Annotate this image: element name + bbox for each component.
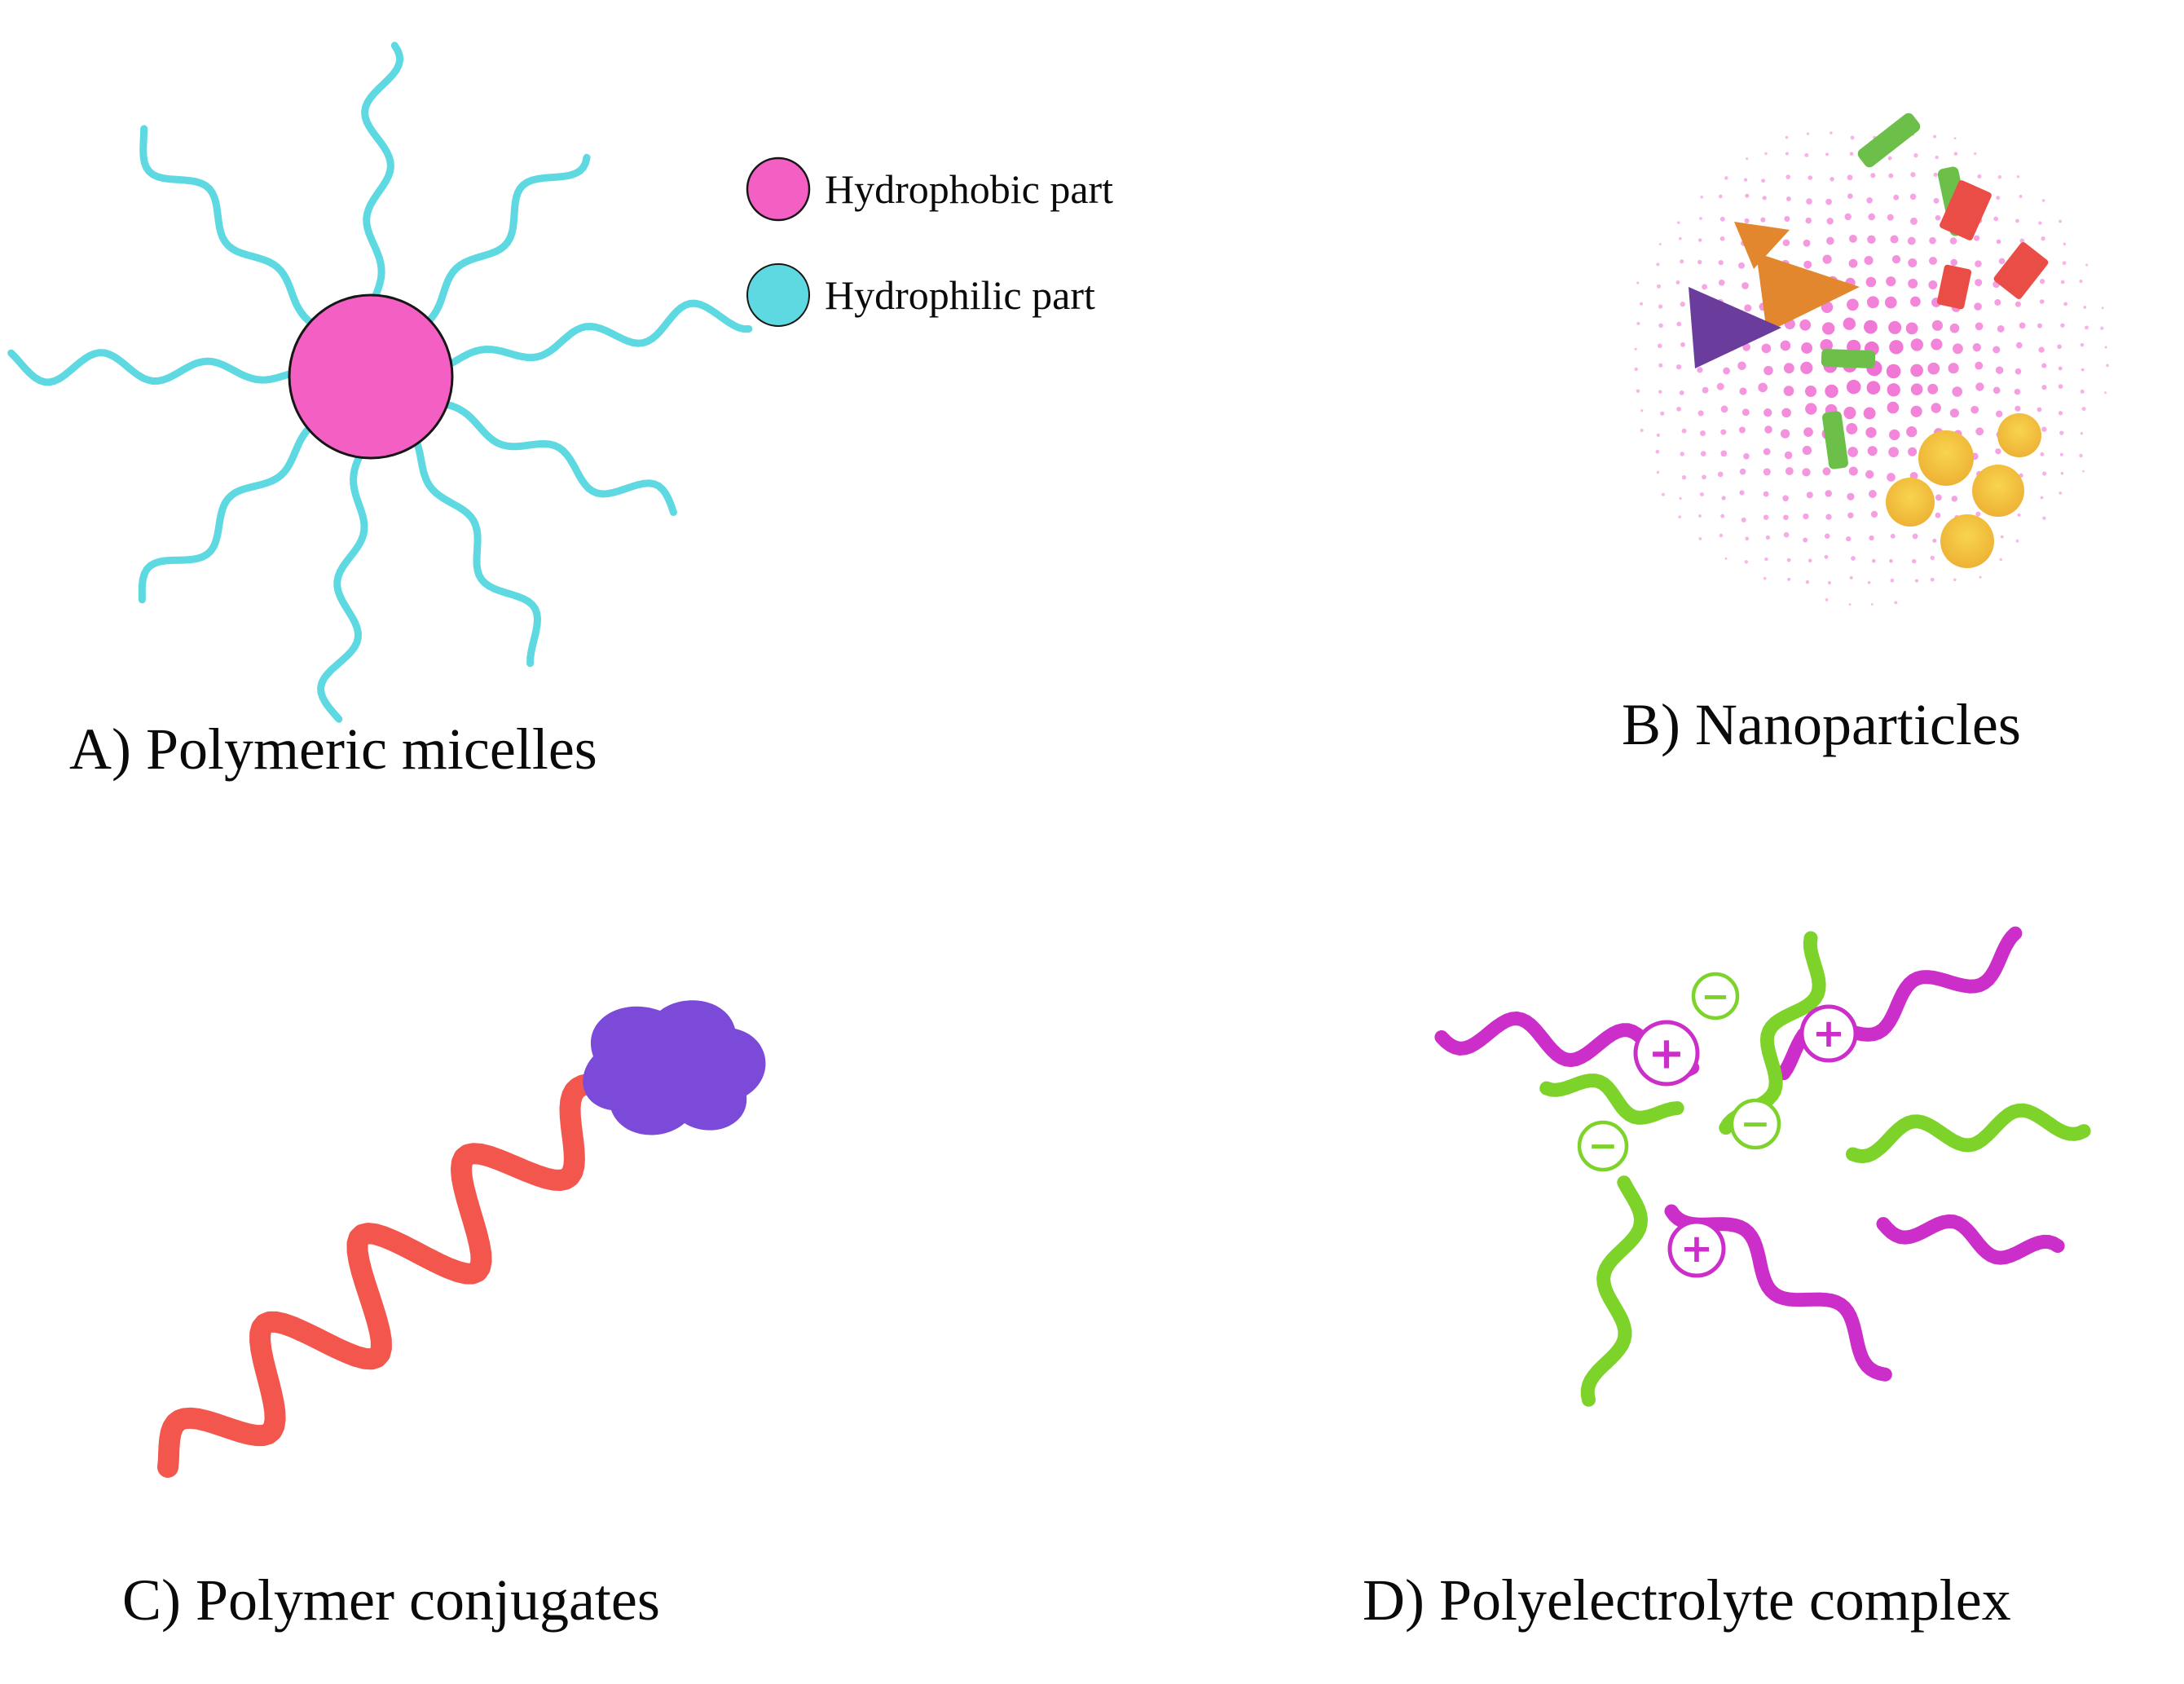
cargo-yellow-particle	[1972, 465, 2024, 517]
positive-charge-icon: +	[1633, 1020, 1700, 1087]
micelle-arm	[361, 42, 404, 306]
micelle-arm	[317, 447, 368, 723]
micelle-arm	[411, 434, 542, 668]
micelle-arm	[138, 421, 317, 604]
cargo-green-rod	[1822, 411, 1848, 469]
panel-a-micelle	[7, 42, 753, 723]
micelle-arm	[437, 399, 677, 516]
polyanion-strand	[1580, 1175, 1649, 1407]
polycation-strand	[1664, 1204, 1892, 1382]
polyelectrolyte-strands	[1434, 926, 2091, 1407]
legend-hydrophilic-label: Hydrophilic part	[825, 272, 1095, 318]
plus-symbol: +	[1648, 1028, 1684, 1079]
plus-symbol: +	[1812, 1011, 1845, 1056]
panel-c-conjugate	[157, 1000, 766, 1478]
panel-b-nanoparticle	[1634, 112, 2110, 606]
positive-charge-icon: +	[1799, 1004, 1858, 1063]
legend-hydrophilic-swatch-icon	[746, 263, 810, 327]
cargo-green-rod	[1857, 112, 1921, 168]
nanoparticle-matrix-dots	[1634, 131, 2110, 606]
cargo-purple-triangle	[1689, 287, 1781, 368]
micelle-arm	[441, 299, 753, 370]
panel-d-label: D) Polyelectrolyte complex	[1363, 1567, 2011, 1633]
micelle-hydrophobic-core	[288, 293, 454, 460]
cargo-red-diamond	[1940, 180, 1992, 240]
micelle-arm	[7, 349, 300, 386]
minus-symbol: −	[1701, 976, 1729, 1016]
minus-symbol: −	[1588, 1126, 1618, 1167]
panel-a-label: A) Polymeric micelles	[69, 716, 597, 782]
cargo-yellow-particle	[1940, 514, 1994, 568]
polyanion-strand	[1539, 1073, 1684, 1125]
legend-hydrophobic-swatch-icon	[746, 156, 811, 222]
cargo-yellow-particle	[1918, 430, 1974, 486]
polymer-chain	[157, 1073, 612, 1478]
positive-charge-icon: +	[1667, 1219, 1726, 1278]
polycation-strand	[1876, 1214, 2065, 1265]
cargo-green-rod	[1821, 349, 1876, 368]
panel-b-label: B) Nanoparticles	[1622, 692, 2021, 757]
nanoparticle-cargo	[1689, 112, 2049, 568]
cargo-red-diamond	[1936, 264, 1972, 310]
negative-charge-icon: −	[1577, 1120, 1629, 1172]
cargo-yellow-particle	[1886, 478, 1935, 527]
negative-charge-icon: −	[1729, 1098, 1781, 1150]
legend-hydrophobic-label: Hydrophobic part	[825, 166, 1114, 212]
negative-charge-icon: −	[1691, 972, 1740, 1021]
micelle-arm	[421, 153, 591, 328]
cargo-orange-triangle-large	[1756, 253, 1860, 333]
panel-c-label: C) Polymer conjugates	[122, 1567, 660, 1633]
plus-symbol: +	[1680, 1226, 1713, 1272]
cargo-orange-triangle-small	[1734, 222, 1790, 269]
micelle-hydrophilic-arms	[7, 42, 753, 723]
minus-symbol: −	[1741, 1104, 1771, 1145]
protein-blob	[583, 1000, 766, 1135]
panel-d-polyelectrolyte: + + + − − −	[1434, 926, 2091, 1407]
cargo-red-diamond	[1993, 242, 2049, 299]
polyanion-strand	[1846, 1103, 2091, 1164]
micelle-arm	[139, 125, 319, 330]
legend	[746, 156, 811, 327]
cargo-yellow-particle	[1997, 413, 2041, 457]
